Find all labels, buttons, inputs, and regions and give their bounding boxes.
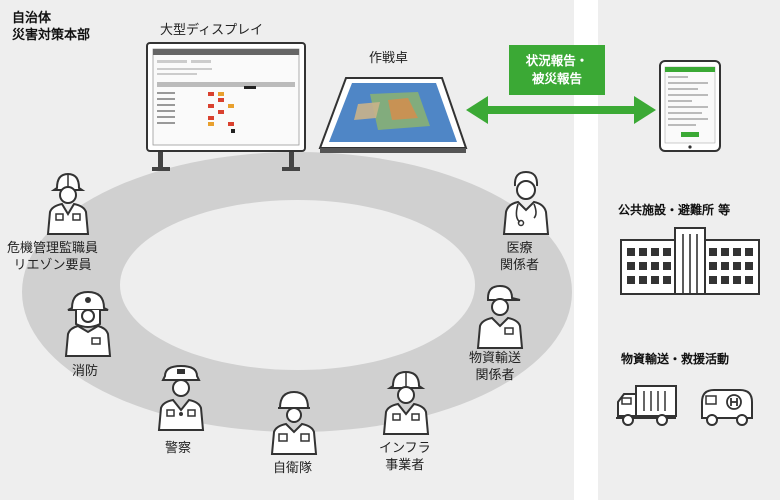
logistics-label-line2: 関係者 [475, 368, 515, 383]
large-display-label: 大型ディスプレイ [160, 23, 264, 38]
infra-label-line2: 事業者 [385, 458, 425, 473]
sdf-staff-icon [270, 390, 318, 455]
crisis-staff-label-line2: リエゾン要員 [13, 258, 92, 273]
fire-staff-icon [64, 290, 112, 357]
report-label: 状況報告・ 被災報告 [509, 45, 605, 95]
hq-title-line1: 自治体 [12, 11, 52, 26]
sdf-label-line1: 自衛隊 [273, 461, 313, 476]
tablet-icon [659, 60, 721, 152]
crisis-staff-label: 危機管理監職員 リエゾン要員 [7, 240, 98, 274]
hq-title-line2: 災害対策本部 [12, 28, 91, 43]
report-label-line2: 被災報告 [531, 71, 582, 86]
logistics-label: 物資輸送 関係者 [469, 350, 521, 384]
sdf-label: 自衛隊 [273, 460, 312, 477]
fire-label: 消防 [72, 363, 98, 380]
medical-label-line1: 医療 [506, 241, 533, 256]
ambulance-icon [701, 389, 753, 426]
report-arrow [466, 96, 656, 124]
ring-center [120, 200, 475, 370]
hq-title: 自治体 災害対策本部 [12, 10, 90, 44]
medical-staff-icon [502, 170, 550, 235]
logistics-staff-icon [476, 284, 524, 349]
infra-label-line1: インフラ [379, 441, 431, 456]
fire-label-line1: 消防 [72, 364, 99, 379]
ops-table-icon [318, 77, 468, 153]
infra-staff-icon [382, 370, 430, 435]
police-staff-icon [157, 364, 205, 431]
crisis-staff-icon [46, 172, 90, 235]
truck-icon [616, 385, 677, 426]
medical-label: 医療 関係者 [500, 240, 539, 274]
crisis-staff-label-line1: 危機管理監職員 [7, 241, 99, 256]
police-label: 警察 [165, 440, 191, 457]
logistics-label-line1: 物資輸送 [469, 351, 522, 366]
medical-label-line2: 関係者 [500, 258, 540, 273]
infra-label: インフラ 事業者 [379, 440, 431, 474]
facilities-label: 公共施設・避難所 等 [618, 203, 731, 217]
transport-label: 物資輸送・救援活動 [621, 352, 730, 366]
police-label-line1: 警察 [165, 441, 192, 456]
ops-table-label: 作戦卓 [369, 51, 409, 66]
large-display-icon [146, 42, 306, 171]
building-icon [620, 227, 760, 295]
report-label-line1: 状況報告・ [525, 53, 589, 68]
